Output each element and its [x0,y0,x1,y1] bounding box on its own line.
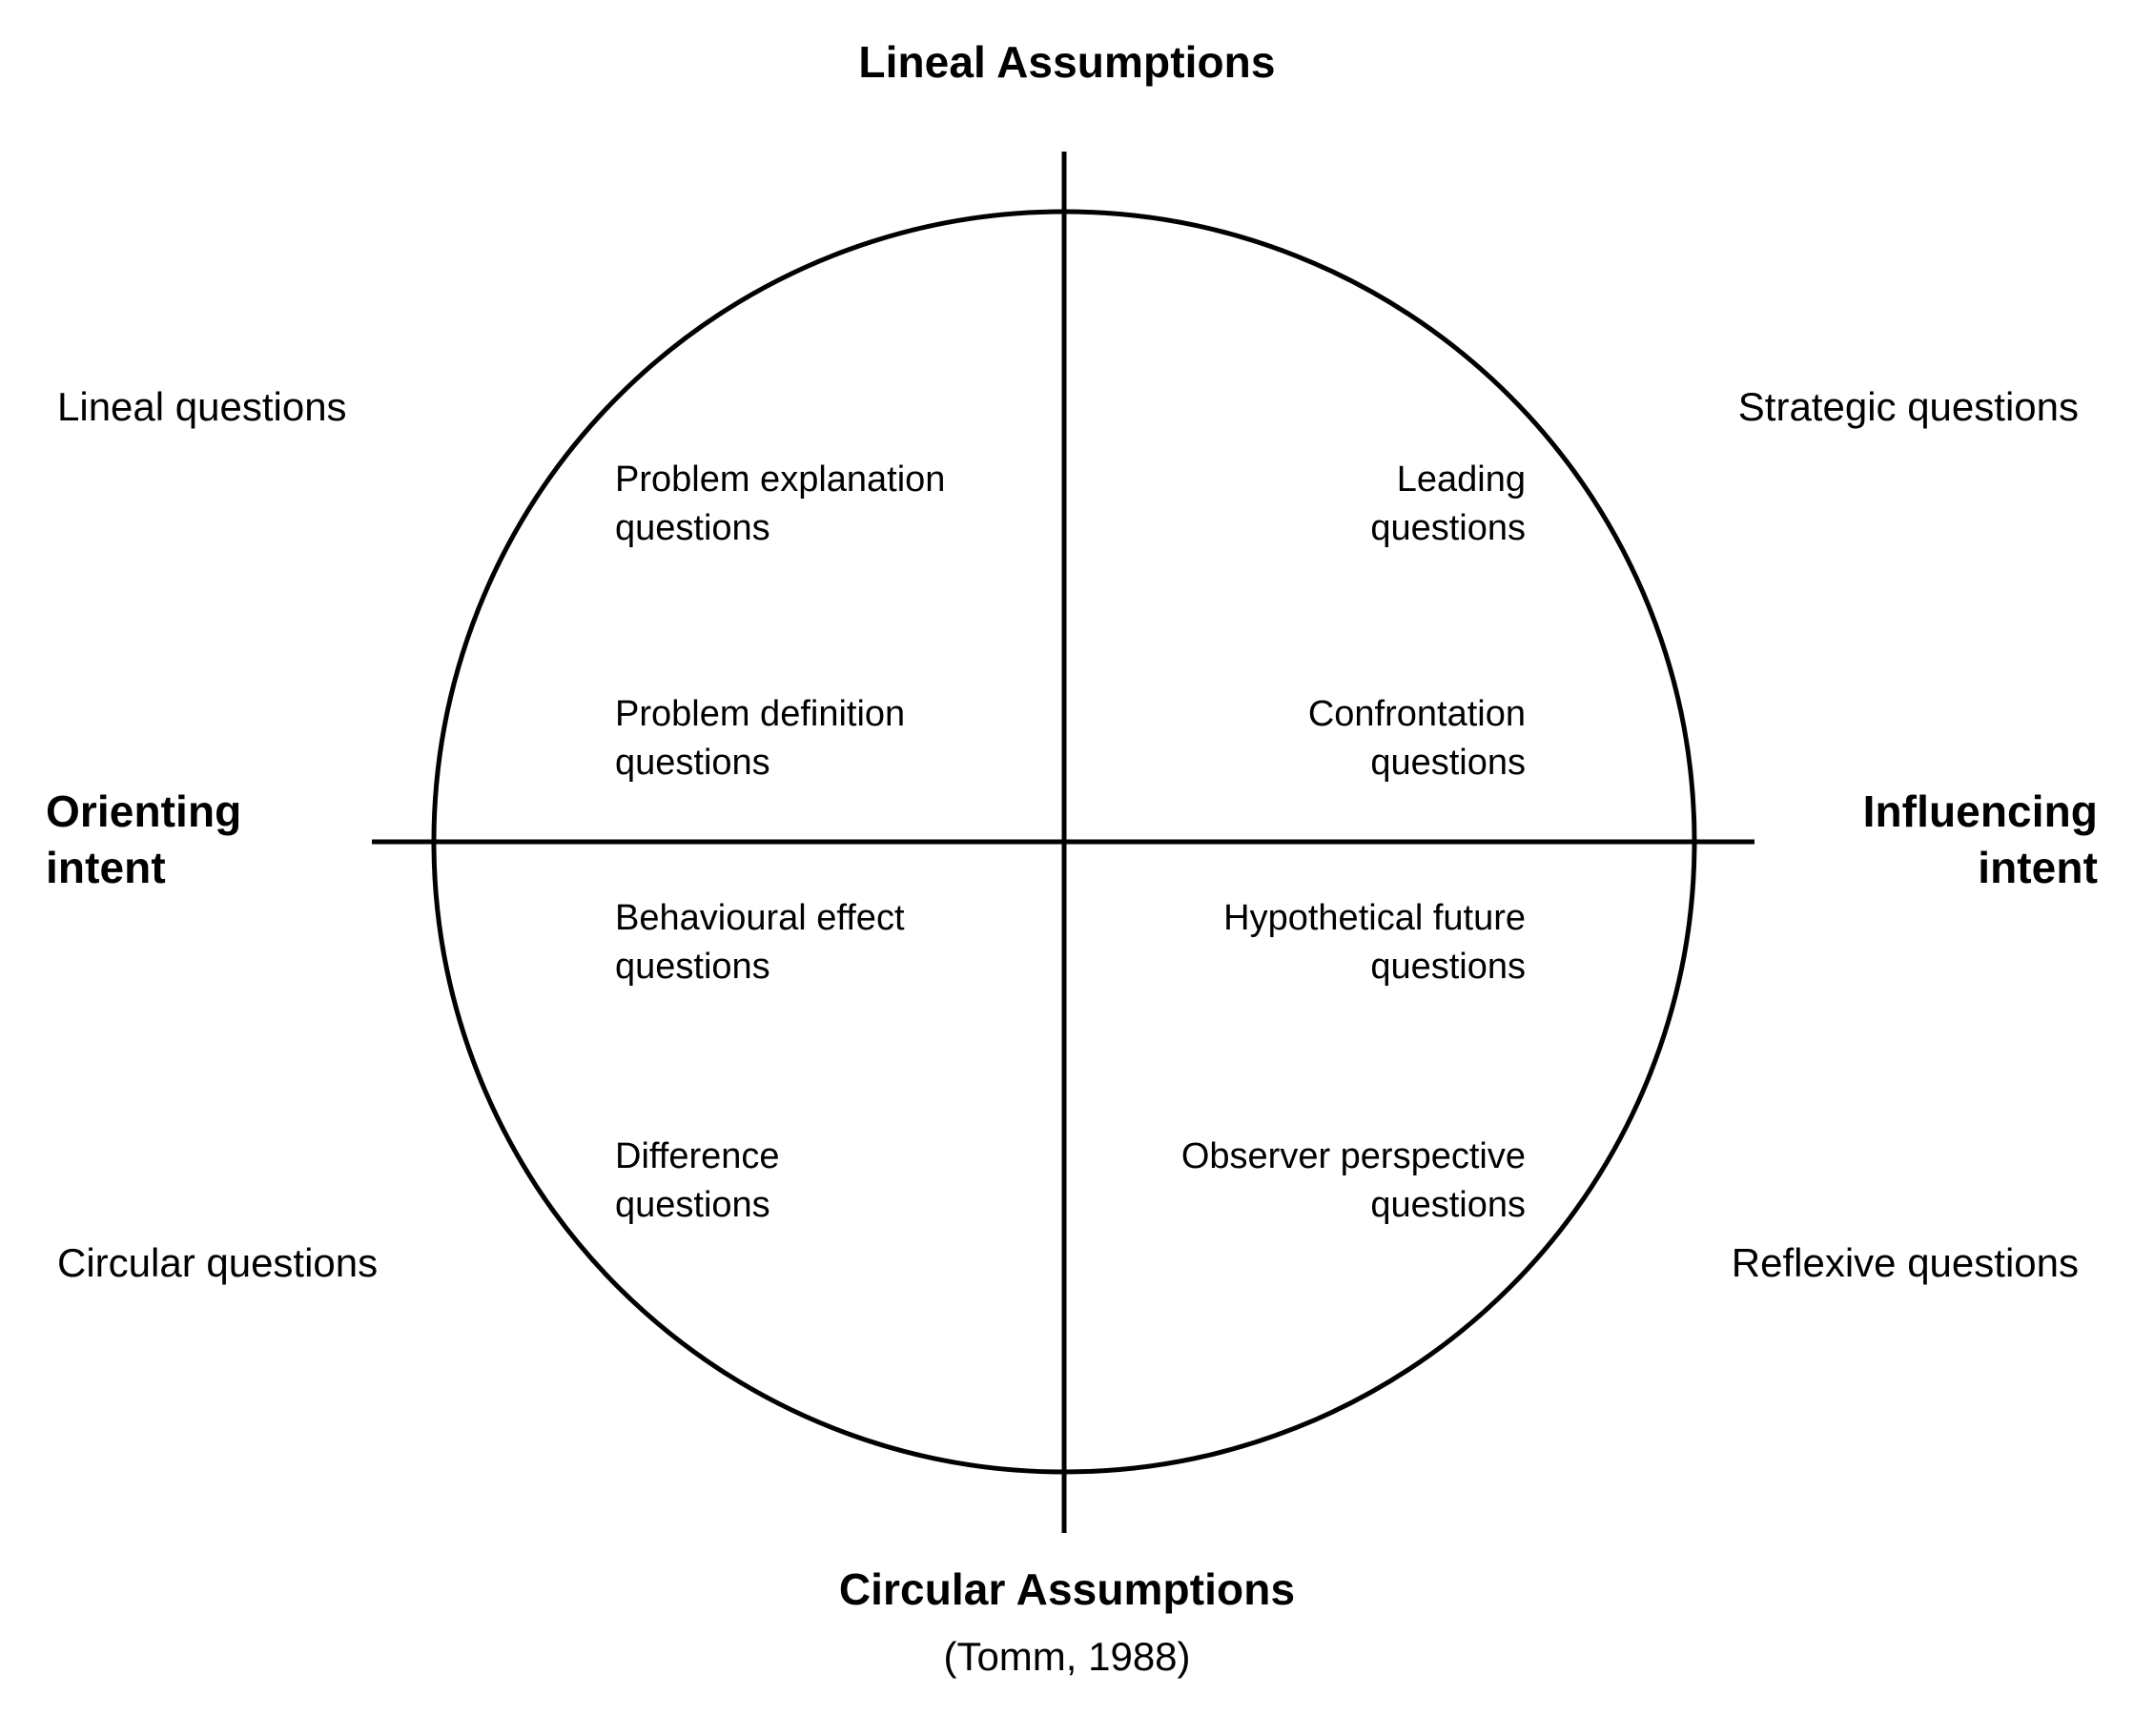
quadrant-family-reflexive-questions: Reflexive questions [1731,1240,2079,1285]
question-type-leading: Leading questions [1370,460,1526,548]
question-type-confrontation: Confrontation questions [1307,694,1526,783]
question-type-difference: Difference questions [615,1136,780,1225]
question-type-problem-explanation: Problem explanation questions [615,460,946,548]
question-type-behavioural-effect: Behavioural effect questions [615,898,905,987]
citation-label: (Tomm, 1988) [943,1634,1191,1679]
axis-pole-left-label: Orienting intent [46,786,242,892]
question-type-observer-perspective: Observer perspective questions [1180,1136,1526,1225]
matrix-circle [431,209,1697,1475]
quadrant-family-circular-questions: Circular questions [57,1240,379,1285]
axis-pole-top-label: Lineal Assumptions [858,37,1276,87]
axis-pole-right-label: Influencing intent [1862,786,2098,892]
quadrant-family-lineal-questions: Lineal questions [57,384,347,429]
quadrant-family-strategic-questions: Strategic questions [1737,384,2079,429]
axis-pole-bottom-label: Circular Assumptions [838,1564,1296,1614]
question-type-problem-definition: Problem definition questions [615,694,906,783]
question-type-hypothetical-future: Hypothetical future questions [1223,898,1526,987]
